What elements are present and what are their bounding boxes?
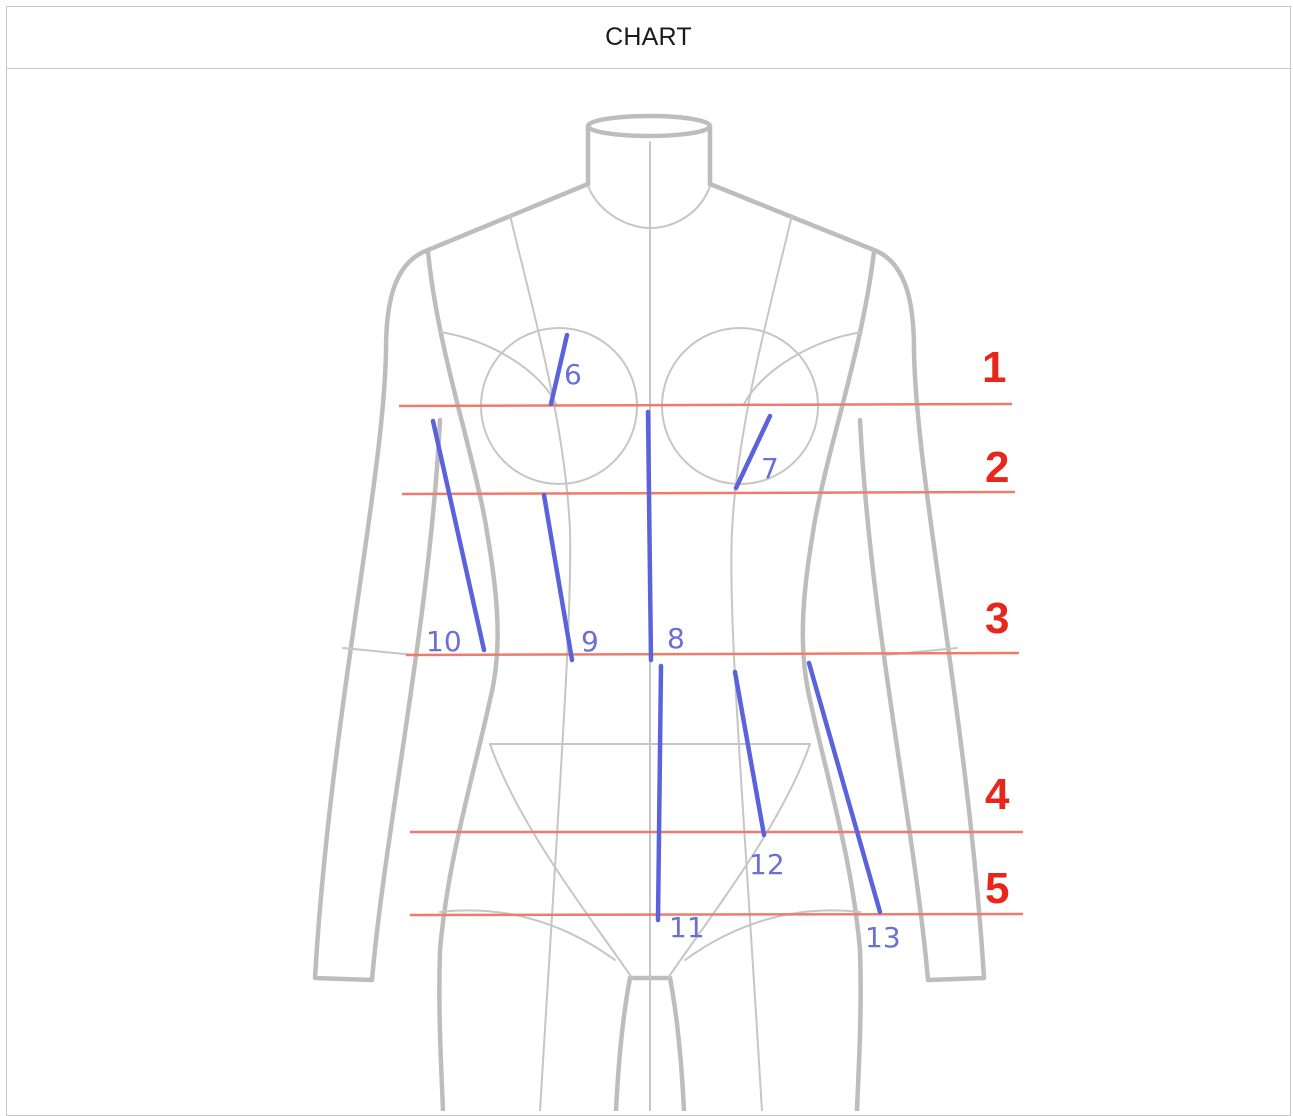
panel-header: CHART bbox=[7, 7, 1290, 69]
panel-title: CHART bbox=[605, 23, 692, 52]
chart-panel: CHART bbox=[6, 6, 1291, 1116]
